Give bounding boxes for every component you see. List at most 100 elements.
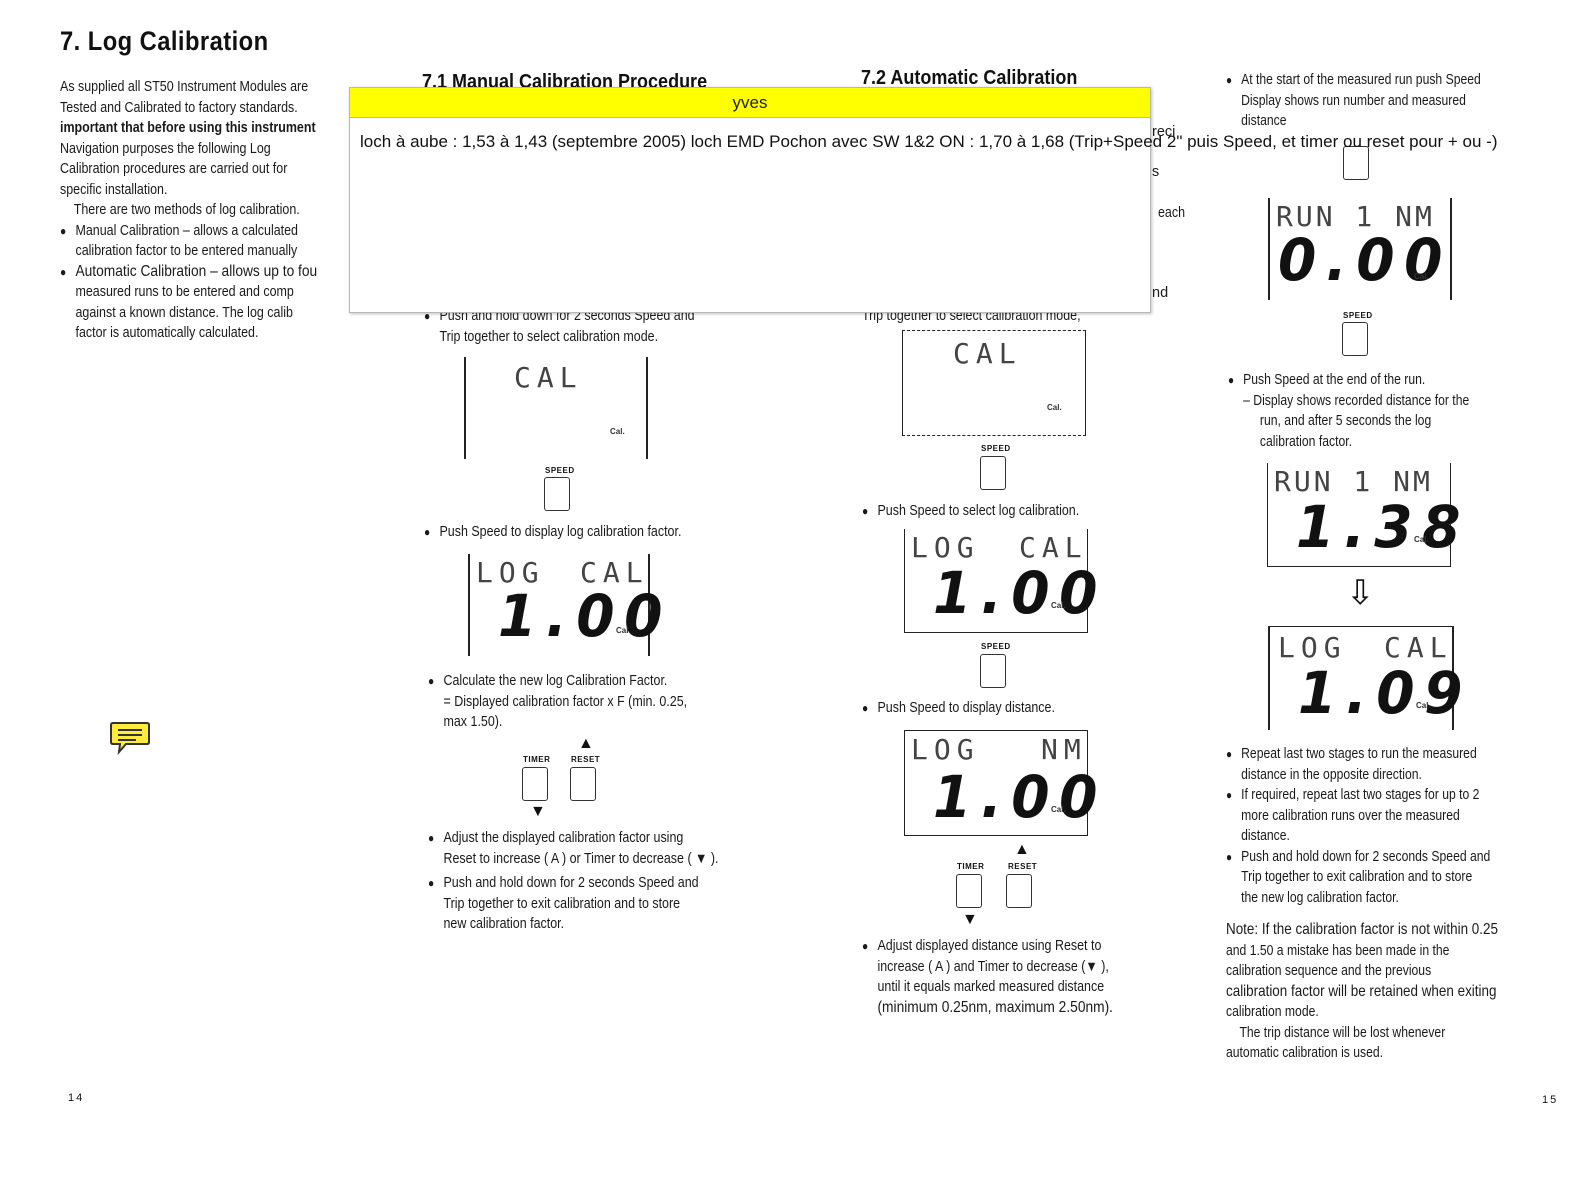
bullet-item: Push Speed to select log calibration. bbox=[862, 501, 1189, 522]
text-line: against a known distance. The log calib bbox=[75, 304, 293, 321]
text-line: The trip distance will be lost whenever bbox=[1239, 1024, 1446, 1041]
cal-indicator: Cal. bbox=[1047, 403, 1062, 412]
lcd-run-display: RUN 1 NM 0.00 Cal. bbox=[1268, 198, 1452, 300]
reset-label: RESET bbox=[1008, 862, 1038, 871]
bullet-item: Repeat last two stages to run the measur… bbox=[1226, 744, 1549, 785]
text-line: the new log calibration factor. bbox=[1241, 889, 1399, 906]
bullet-item: Adjust displayed distance using Reset to… bbox=[862, 936, 1176, 1018]
speed-label: SPEED bbox=[1343, 311, 1373, 320]
reset-key[interactable] bbox=[1006, 874, 1032, 908]
lcd-top-left: LOG bbox=[1278, 631, 1347, 664]
text-line: calibration sequence and the previous bbox=[1226, 963, 1432, 979]
speed-label: SPEED bbox=[545, 466, 575, 475]
s72-display-bullet: Push Speed to display distance. bbox=[862, 698, 1189, 719]
timer-key[interactable] bbox=[522, 767, 548, 801]
text-line: Trip together to exit calibration and to… bbox=[443, 895, 681, 912]
text-line: Calibration procedures are carried out f… bbox=[60, 161, 288, 177]
text-line: Trip together to exit calibration and to… bbox=[1241, 869, 1473, 885]
lcd-top-right: CAL bbox=[1384, 631, 1453, 664]
speed-key[interactable] bbox=[980, 654, 1006, 688]
bullet-item: Push and hold down for 2 seconds Speed a… bbox=[1226, 847, 1549, 909]
note-paragraph: Note: If the calibration factor is not w… bbox=[1226, 920, 1549, 1064]
arrow-down-icon: ⇩ bbox=[1346, 574, 1375, 612]
lcd-top-left: LOG bbox=[911, 531, 980, 564]
text-fragment: s bbox=[1152, 164, 1160, 180]
text-line: distance. bbox=[1241, 828, 1290, 844]
up-arrow-icon: ▲ bbox=[1014, 841, 1030, 858]
down-arrow-icon: ▼ bbox=[962, 911, 978, 928]
text-line: (minimum 0.25nm, maximum 2.50nm). bbox=[877, 998, 1113, 1016]
text-line: distance in the opposite direction. bbox=[1241, 766, 1422, 783]
text-line: Calculate the new log Calibration Factor… bbox=[443, 673, 668, 689]
bullet-item: If required, repeat last two stages for … bbox=[1226, 785, 1549, 847]
speed-label: SPEED bbox=[981, 444, 1011, 453]
lcd-top-right: NM bbox=[1041, 733, 1087, 766]
text-line: new calibration factor. bbox=[443, 916, 565, 932]
timer-key[interactable] bbox=[956, 874, 982, 908]
lcd-log-nm-display: LOG NM 1.00 Cal. bbox=[904, 730, 1097, 836]
text-line: increase ( A ) and Timer to decrease (▼ … bbox=[877, 958, 1109, 975]
text-line: and 1.50 a mistake has been made in the bbox=[1226, 942, 1450, 959]
cal-indicator: Cal. bbox=[1051, 805, 1066, 814]
text-line: max 1.50). bbox=[443, 714, 503, 730]
text-line: more calibration runs over the measured bbox=[1241, 807, 1460, 824]
right-end-bullet: Push Speed at the end of the run. – Disp… bbox=[1228, 370, 1539, 452]
text-line: calibration mode. bbox=[1226, 1004, 1319, 1020]
lcd-value: 0.00 bbox=[1278, 226, 1452, 294]
speed-key[interactable] bbox=[980, 456, 1006, 490]
text-line: Push Speed at the end of the run. bbox=[1243, 372, 1426, 388]
intro-paragraph: As supplied all ST50 Instrument Modules … bbox=[60, 77, 344, 200]
bullet-item: At the start of the measured run push Sp… bbox=[1226, 70, 1537, 132]
text-line: calibration factor will be retained when… bbox=[1226, 982, 1497, 1000]
lcd-value: 1.38 bbox=[1296, 493, 1470, 561]
text-line: Manual Calibration – allows a calculated bbox=[75, 222, 298, 239]
annotation-popup[interactable]: yves loch à aube : 1,53 à 1,43 (septembr… bbox=[349, 87, 1498, 313]
lcd-value: 1.00 bbox=[498, 582, 672, 650]
text-line: At the start of the measured run push Sp… bbox=[1241, 72, 1481, 88]
sub-item: – Display shows recorded distance for th… bbox=[1228, 391, 1539, 453]
text-line: Reset to increase ( A ) or Timer to decr… bbox=[443, 850, 719, 867]
text-line: If required, repeat last two stages for … bbox=[1241, 787, 1480, 803]
lcd-log-cal-display: LOG CAL 1.00 Cal. bbox=[468, 554, 662, 656]
text-line: As supplied all ST50 Instrument Modules … bbox=[60, 79, 309, 95]
lcd-top-right: CAL bbox=[1019, 531, 1088, 564]
text-line: important that before using this instrum… bbox=[60, 120, 316, 136]
lcd-cal-display: CAL Cal. bbox=[464, 357, 648, 459]
lcd-top-text: RUN 1 NM bbox=[1274, 465, 1433, 498]
lcd-top-text: RUN 1 NM bbox=[1276, 200, 1435, 233]
text-line: Trip together to select calibration mode… bbox=[439, 328, 659, 345]
reset-key[interactable] bbox=[570, 767, 596, 801]
bullet-item: Push and hold down for 2 seconds Speed a… bbox=[428, 873, 772, 935]
lcd-top-left: LOG bbox=[476, 556, 545, 589]
text-line: = Displayed calibration factor x F (min.… bbox=[443, 693, 688, 710]
annotation-author[interactable]: yves bbox=[350, 88, 1150, 118]
text-line: Tested and Calibrated to factory standar… bbox=[60, 99, 298, 116]
speed-key[interactable] bbox=[1342, 322, 1368, 356]
text-line: Automatic Calibration – allows up to fou bbox=[75, 262, 318, 280]
right-bottom-bullets: Repeat last two stages to run the measur… bbox=[1226, 744, 1549, 1064]
automatic-method-bullet: Automatic Calibration – allows up to fou… bbox=[60, 262, 344, 344]
page-title: 7. Log Calibration bbox=[60, 26, 269, 56]
speed-key[interactable] bbox=[1343, 146, 1369, 180]
cal-indicator: Cal. bbox=[610, 427, 625, 436]
bullet-item: Adjust the displayed calibration factor … bbox=[428, 828, 772, 869]
bullet-item: Calculate the new log Calibration Factor… bbox=[428, 671, 755, 733]
comment-note-icon[interactable] bbox=[110, 720, 150, 756]
page-number-left: 14 bbox=[68, 1092, 85, 1104]
annotation-text[interactable]: loch à aube : 1,53 à 1,43 (septembre 200… bbox=[360, 132, 1498, 151]
reset-label: RESET bbox=[571, 755, 601, 764]
text-fragment: reci bbox=[1152, 124, 1176, 140]
speed-key[interactable] bbox=[544, 477, 570, 511]
text-line: measured runs to be entered and comp bbox=[75, 284, 294, 300]
lcd-value: 1.00 bbox=[933, 763, 1107, 831]
bullet-item: Push Speed at the end of the run. bbox=[1228, 370, 1539, 391]
lcd-log-cal-display-auto: LOG CAL 1.00 Cal. bbox=[904, 529, 1097, 633]
s72-select-bullet: Push Speed to select log calibration. bbox=[862, 501, 1189, 522]
s72-adjust-bullet: Adjust displayed distance using Reset to… bbox=[862, 936, 1176, 1018]
text-line: factor is automatically calculated. bbox=[75, 325, 259, 341]
text-line: Push Speed to display log calibration fa… bbox=[439, 524, 682, 540]
methods-paragraph: There are two methods of log calibration… bbox=[73, 202, 300, 218]
text-line: Push Speed to display distance. bbox=[877, 700, 1055, 716]
up-arrow-icon: ▲ bbox=[578, 735, 594, 752]
manual-method-bullet: Manual Calibration – allows a calculated… bbox=[60, 221, 344, 262]
